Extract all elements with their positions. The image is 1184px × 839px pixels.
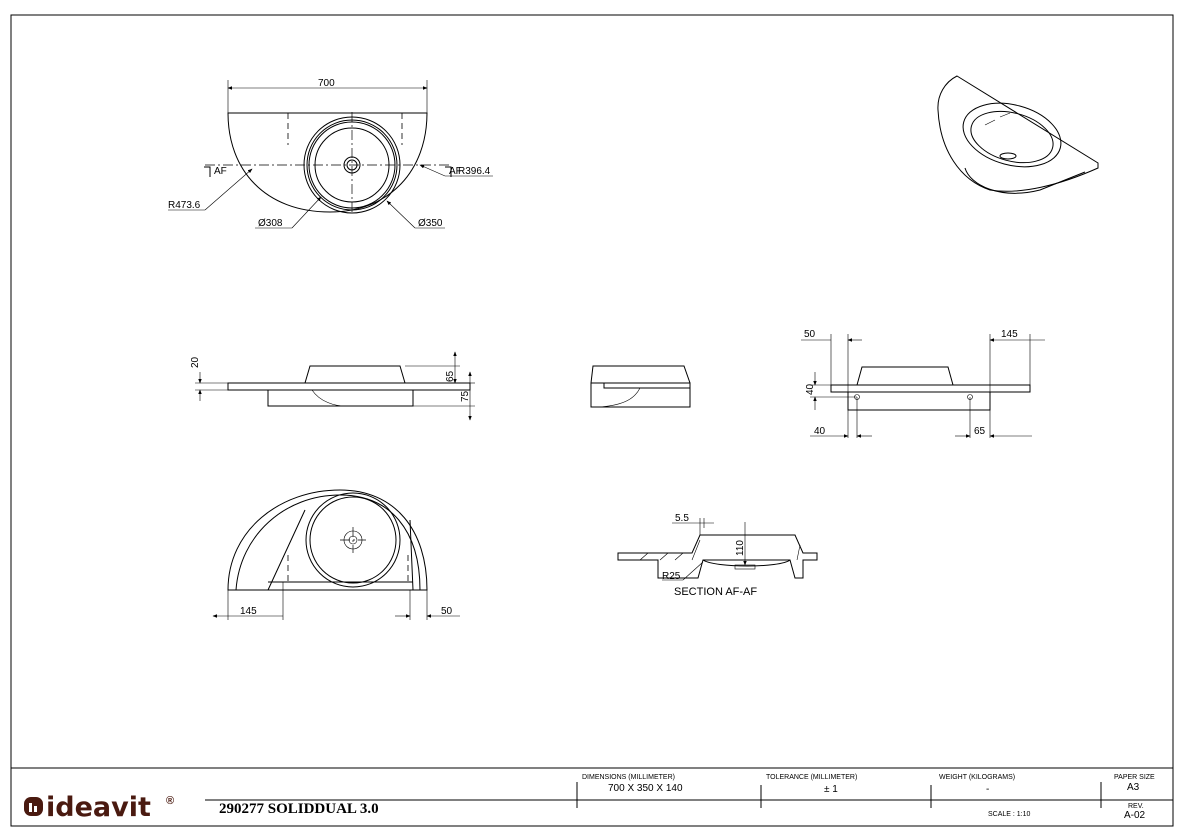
sheet-border bbox=[10, 14, 1174, 827]
rev-label: REV. bbox=[1128, 803, 1144, 810]
paper-size-label: PAPER SIZE bbox=[1114, 774, 1155, 781]
dim-basin-height: 65 bbox=[445, 370, 456, 382]
dim-hole-right: 65 bbox=[974, 426, 986, 437]
section-mark-right: AF bbox=[449, 166, 462, 177]
bottom-view: 145 50 bbox=[212, 489, 460, 620]
ideavit-logo: ideavit ® bbox=[24, 792, 174, 823]
tolerance-value: ± 1 bbox=[824, 784, 838, 795]
section-title: SECTION AF-AF bbox=[674, 586, 757, 598]
weight-value: - bbox=[986, 784, 989, 795]
side-view: 20 65 75 bbox=[190, 351, 475, 421]
tolerance-label: TOLERANCE (MILLIMETER) bbox=[766, 774, 857, 781]
dim-bottom-left: 145 bbox=[240, 606, 257, 617]
isometric-view bbox=[937, 75, 1099, 194]
dim-total-height: 75 bbox=[460, 390, 471, 402]
end-view bbox=[590, 365, 691, 408]
dim-hole-left: 40 bbox=[814, 426, 826, 437]
rev-value: A-02 bbox=[1124, 810, 1146, 821]
dim-radius: R25 bbox=[662, 571, 681, 582]
dim-dia-outer: Ø350 bbox=[418, 218, 443, 229]
logo-text: ideavit bbox=[46, 792, 151, 823]
weight-label: WEIGHT (KILOGRAMS) bbox=[939, 774, 1015, 781]
dim-plate-thickness: 20 bbox=[190, 356, 201, 368]
dim-r-right: R396.4 bbox=[458, 166, 491, 177]
title-block: ideavit ® 290277 SOLIDDUAL 3.0 DIMENSION… bbox=[11, 767, 1173, 827]
paper-size-value: A3 bbox=[1127, 782, 1140, 793]
dim-front-right-offset: 145 bbox=[1001, 329, 1018, 340]
dim-r-left: R473.6 bbox=[168, 200, 201, 211]
dim-bottom-right: 50 bbox=[441, 606, 453, 617]
product-name: 290277 SOLIDDUAL 3.0 bbox=[219, 801, 379, 817]
registered-mark: ® bbox=[166, 795, 174, 807]
dim-dia-inner: Ø308 bbox=[258, 218, 283, 229]
section-view: 5.5 110 R25 SECTION AF-AF bbox=[617, 513, 818, 598]
dim-depth: 110 bbox=[735, 540, 746, 556]
front-view: 50 145 40 40 65 bbox=[801, 329, 1045, 438]
dim-rim: 5.5 bbox=[675, 513, 689, 524]
section-mark-left: AF bbox=[214, 166, 227, 177]
dimensions-label: DIMENSIONS (MILLIMETER) bbox=[582, 774, 675, 781]
top-view: 700 AF AF R473.6 R396.4 Ø308 Ø350 bbox=[168, 78, 493, 229]
dim-front-left-offset: 50 bbox=[804, 329, 816, 340]
dimensions-value: 700 X 350 X 140 bbox=[608, 783, 683, 794]
dim-width: 700 bbox=[318, 78, 335, 89]
dim-hole-height: 40 bbox=[805, 383, 816, 395]
scale: SCALE : 1:10 bbox=[988, 811, 1031, 818]
